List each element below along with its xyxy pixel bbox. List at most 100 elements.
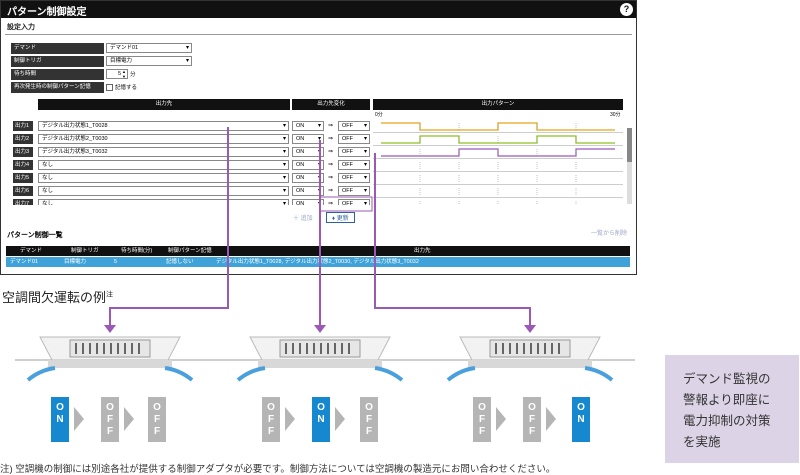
output-from-select[interactable]: ON bbox=[292, 121, 324, 131]
trigger-label: 制御トリガ bbox=[11, 55, 104, 67]
change-arrow-icon: ⇒ bbox=[328, 162, 334, 168]
connector-arrow-icon bbox=[524, 325, 536, 333]
list-section-title: パターン制御一覧 bbox=[7, 232, 63, 239]
pattern-track[interactable] bbox=[373, 134, 623, 146]
output-to-select[interactable]: OFF bbox=[338, 160, 370, 170]
output-to-select[interactable]: OFF bbox=[338, 186, 370, 196]
airflow-left-icon bbox=[236, 366, 266, 382]
output-label: 出力2 bbox=[13, 134, 33, 144]
caption-note-mark: 注 bbox=[106, 291, 114, 299]
chevron-right-icon bbox=[124, 407, 134, 431]
footnote: 注) 空調機の制御には別途各社が提供する制御アダプタが必要です。制御方法について… bbox=[0, 464, 556, 475]
change-arrow-icon: ⇒ bbox=[328, 188, 334, 194]
output-label: 出力7 bbox=[13, 199, 33, 205]
update-button[interactable]: ♦ 更新 bbox=[326, 212, 355, 223]
demand-label: デマンド bbox=[11, 42, 104, 54]
change-arrow-icon: ⇒ bbox=[328, 149, 334, 155]
airflow-right-icon bbox=[374, 366, 404, 382]
illustration-caption: 空調間欠運転の例注 bbox=[2, 287, 113, 306]
list-cell-dest: デジタル出力状態1_T0028, デジタル出力状態2_T0030, デジタル出力… bbox=[216, 257, 621, 267]
ac-panel bbox=[468, 360, 592, 368]
output-to-select[interactable]: OFF bbox=[338, 147, 370, 157]
caption-text: 空調間欠運転の例 bbox=[2, 290, 107, 305]
change-arrow-icon: ⇒ bbox=[328, 136, 334, 142]
callout-line-4: を実施 bbox=[683, 435, 721, 449]
airflow-right-icon bbox=[584, 366, 614, 382]
list-cell-memory: 記憶しない bbox=[166, 257, 194, 267]
trigger-select[interactable]: 目標電力 bbox=[106, 56, 192, 66]
airflow-left-icon bbox=[26, 366, 56, 382]
ac-unit-3 bbox=[459, 336, 601, 361]
stepper-arrows-icon[interactable]: ▲▼ bbox=[122, 69, 126, 79]
table-scrollbar[interactable] bbox=[627, 128, 632, 204]
connector-arrow-icon bbox=[314, 325, 326, 333]
wait-time-label: 待ち時間 bbox=[11, 68, 104, 80]
help-icon[interactable]: ? bbox=[620, 3, 633, 16]
list-header-trigger: 制御トリガ bbox=[71, 246, 99, 256]
ac-grille bbox=[489, 339, 571, 358]
output-to-select[interactable]: OFF bbox=[338, 173, 370, 183]
chevron-right-icon bbox=[74, 407, 84, 431]
airflow-right-icon bbox=[164, 366, 194, 382]
add-button[interactable]: ＋ 追加 bbox=[293, 216, 313, 222]
list-header-memory: 制御パターン記憶 bbox=[168, 246, 212, 256]
list-header-wait: 待ち時間(分) bbox=[121, 246, 153, 256]
chevron-right-icon bbox=[496, 407, 506, 431]
scrollbar-thumb[interactable] bbox=[627, 128, 632, 162]
col-header-change: 出力先変化 bbox=[292, 99, 370, 110]
output-label: 出力1 bbox=[13, 121, 33, 131]
list-header-row bbox=[6, 246, 630, 256]
list-header-demand: デマンド bbox=[20, 246, 43, 256]
delete-from-list-button[interactable]: 一覧から削除 bbox=[591, 231, 628, 237]
chevron-right-icon bbox=[335, 407, 345, 431]
airflow-left-icon bbox=[446, 366, 476, 382]
demand-select[interactable]: デマンド01 bbox=[106, 43, 192, 53]
chevron-right-icon bbox=[285, 407, 295, 431]
list-cell-trigger: 目標電力 bbox=[64, 257, 87, 267]
pattern-memory-checkbox-label: 記憶する bbox=[115, 85, 138, 91]
list-cell-wait: 5 bbox=[114, 257, 118, 267]
title-bar: パターン制御設定 ? bbox=[1, 1, 636, 18]
ac-unit-1 bbox=[39, 336, 181, 361]
callout-line-1: デマンド監視の bbox=[683, 372, 771, 386]
pattern-wave-2 bbox=[381, 135, 615, 144]
callout-box: デマンド監視の 警報より即座に 電力抑制の対策 を実施 bbox=[665, 355, 799, 463]
pattern-waveforms bbox=[381, 122, 615, 205]
ac-panel bbox=[48, 360, 172, 368]
ac-unit-2 bbox=[249, 336, 391, 361]
wait-time-stepper[interactable]: 5 ▲▼ bbox=[106, 69, 128, 79]
ac-panel bbox=[258, 360, 382, 368]
chevron-right-icon bbox=[546, 407, 556, 431]
pattern-track[interactable] bbox=[373, 121, 623, 133]
output-to-select[interactable]: OFF bbox=[338, 121, 370, 131]
settings-section-title: 設定入力 bbox=[7, 24, 35, 31]
output-from-select[interactable]: ON bbox=[292, 134, 324, 144]
wait-time-value: 5 bbox=[117, 71, 121, 77]
list-header-dest: 出力先 bbox=[414, 246, 431, 256]
pattern-memory-checkbox[interactable] bbox=[106, 83, 113, 91]
wait-time-unit: 分 bbox=[130, 72, 136, 78]
pattern-memory-label: 再次発生時の制御パターン記憶 bbox=[11, 81, 104, 93]
col-header-pattern: 出力パターン bbox=[373, 99, 623, 110]
output-label: 出力6 bbox=[13, 186, 33, 196]
ac-grille bbox=[69, 339, 151, 358]
window-title: パターン制御設定 bbox=[7, 7, 87, 18]
divider bbox=[5, 34, 632, 35]
scale-end: 30分 bbox=[610, 112, 621, 118]
output-label: 出力3 bbox=[13, 147, 33, 157]
pattern-wave-3 bbox=[381, 148, 615, 157]
ac-grille bbox=[279, 339, 361, 358]
pattern-wave-1 bbox=[381, 122, 615, 131]
connector-arrow-icon bbox=[104, 325, 116, 333]
callout-line-2: 警報より即座に bbox=[683, 393, 771, 407]
output-to-select[interactable]: OFF bbox=[338, 134, 370, 144]
change-arrow-icon: ⇒ bbox=[328, 123, 334, 129]
